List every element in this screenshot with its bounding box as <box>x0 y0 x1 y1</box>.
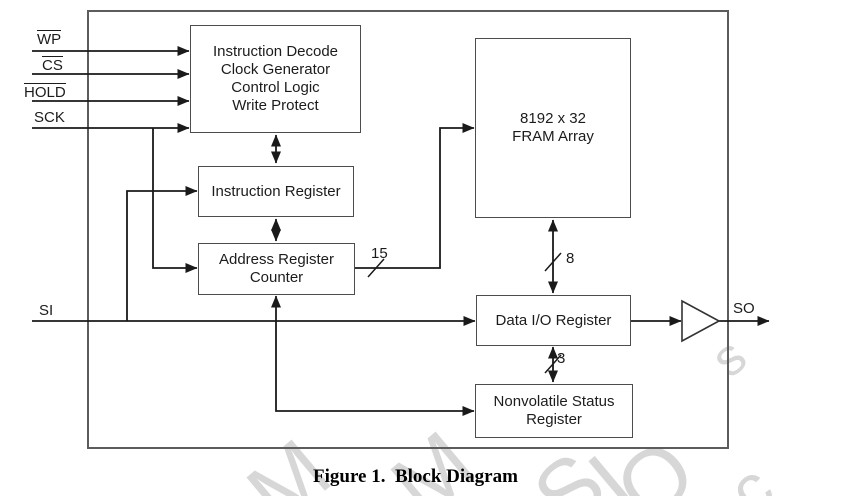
block-fram-array: 8192 x 32 FRAM Array <box>475 38 631 218</box>
block-text-line: Counter <box>249 269 304 286</box>
watermark-glyph: c <box>714 450 787 496</box>
figure-caption: Figure 1. Block Diagram <box>313 466 518 487</box>
block-data-io-register: Data I/O Register <box>476 295 631 346</box>
bus-width-address: 15 <box>371 245 388 262</box>
block-instruction-register: Instruction Register <box>198 166 354 217</box>
block-nonvolatile-status-register: Nonvolatile Status Register <box>475 384 633 438</box>
block-text-line: Nonvolatile Status <box>493 393 615 410</box>
block-text-line: Instruction Register <box>211 182 341 200</box>
block-address-register-counter: Address Register Counter <box>198 243 355 295</box>
bus-width-data: 8 <box>566 250 575 267</box>
block-text-line: Instruction Decode <box>212 43 339 60</box>
block-text-line: Register <box>526 411 582 428</box>
pin-label-si: SI <box>39 302 54 319</box>
bus-width-status: 3 <box>557 350 566 367</box>
block-instruction-decode: Instruction Decode Clock Generator Contr… <box>190 25 361 133</box>
pin-label-hold: HOLD <box>24 83 66 101</box>
block-text-line: 8192 x 32 <box>520 110 586 127</box>
pin-label-so: SO <box>733 300 755 317</box>
block-text-line: Control Logic <box>231 79 320 96</box>
pin-label-sck: SCK <box>34 109 65 126</box>
block-text-line: Address Register <box>218 251 335 268</box>
device-boundary <box>87 10 729 449</box>
block-text-line: Data I/O Register <box>495 311 612 329</box>
pin-label-wp: WP <box>37 30 62 48</box>
pin-label-cs: CS <box>42 56 63 74</box>
block-text-line: Write Protect <box>232 97 319 114</box>
block-text-line: FRAM Array <box>512 128 594 145</box>
block-text-line: Clock Generator <box>220 61 331 78</box>
